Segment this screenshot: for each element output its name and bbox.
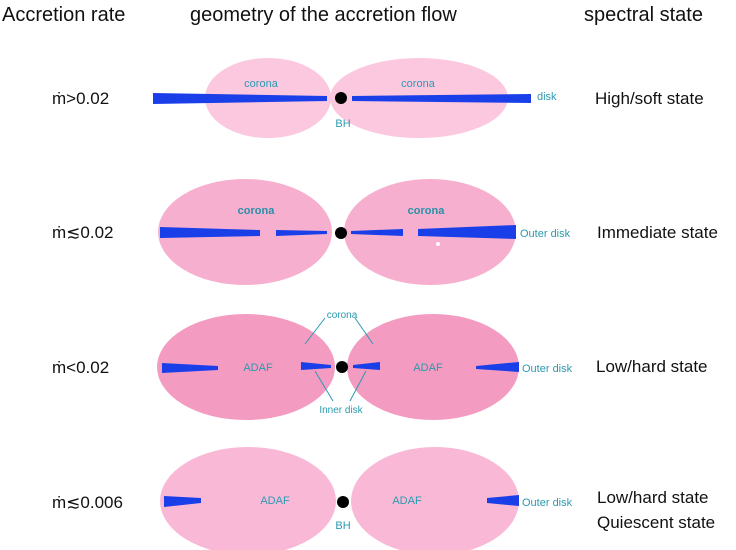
inner-disk-leader-right (349, 370, 367, 402)
black-hole (335, 92, 347, 104)
rate-label: ṁ≲0.02 (52, 223, 114, 242)
row-low-hard: ṁ<0.02 Low/hard state corona ADAF ADAF I… (52, 310, 708, 420)
adaf-left (157, 314, 335, 420)
outer-disk-label: Outer disk (522, 497, 573, 509)
inner-disk-left (301, 362, 331, 370)
marker-dot (436, 242, 440, 246)
inner-disk-right (353, 362, 380, 370)
header-geometry: geometry of the accretion flow (190, 4, 457, 26)
corona-leader-right (354, 317, 374, 345)
corona-label: corona (327, 310, 358, 321)
inner-disk-left (276, 230, 327, 236)
inner-disk-label: Inner disk (319, 405, 363, 416)
state-label: Low/hard state (596, 357, 708, 376)
outer-disk-left (164, 496, 201, 507)
disk-label: disk (537, 91, 557, 103)
black-hole (335, 227, 347, 239)
header-spectral-state: spectral state (584, 4, 703, 26)
adaf-right (347, 314, 519, 420)
disk-right (352, 94, 531, 103)
adaf-left (160, 447, 336, 550)
outer-disk-left (162, 363, 218, 373)
outer-disk-left (160, 227, 260, 238)
adaf-left-label: ADAF (243, 362, 273, 374)
outer-disk-label: Outer disk (522, 363, 573, 375)
adaf-left-label: ADAF (260, 495, 290, 507)
corona-right-label: corona (408, 205, 446, 217)
corona-left-label: corona (238, 205, 276, 217)
black-hole (336, 361, 348, 373)
rate-label: ṁ≲0.006 (52, 493, 123, 512)
outer-disk-label: Outer disk (520, 228, 571, 240)
state-label: Immediate state (597, 223, 718, 242)
adaf-right-label: ADAF (413, 362, 443, 374)
outer-disk-right (487, 495, 519, 506)
rate-label: ṁ>0.02 (52, 89, 109, 108)
inner-disk-leader-left (314, 370, 334, 402)
corona-left-label: corona (244, 78, 279, 90)
black-hole (337, 496, 349, 508)
state-label-2: Quiescent state (597, 513, 715, 532)
row-immediate: ṁ≲0.02 Immediate state corona corona Out… (52, 179, 718, 285)
outer-disk-right (418, 225, 516, 239)
adaf-right-label: ADAF (392, 495, 422, 507)
state-label-1: Low/hard state (597, 488, 709, 507)
header-accretion-rate: Accretion rate (2, 4, 125, 26)
corona-leader-left (304, 317, 326, 345)
bh-label: BH (335, 520, 350, 532)
adaf-right (351, 447, 519, 550)
state-label: High/soft state (595, 89, 704, 108)
row-quiescent: ṁ≲0.006 Low/hard state Quiescent state A… (52, 447, 715, 550)
disk-left (153, 93, 327, 104)
inner-disk-right (351, 229, 403, 236)
corona-right-label: corona (401, 78, 436, 90)
outer-disk-right (476, 362, 519, 372)
row-high-soft: ṁ>0.02 High/soft state corona corona dis… (52, 58, 704, 138)
rate-label: ṁ<0.02 (52, 358, 109, 377)
bh-label: BH (335, 118, 350, 130)
